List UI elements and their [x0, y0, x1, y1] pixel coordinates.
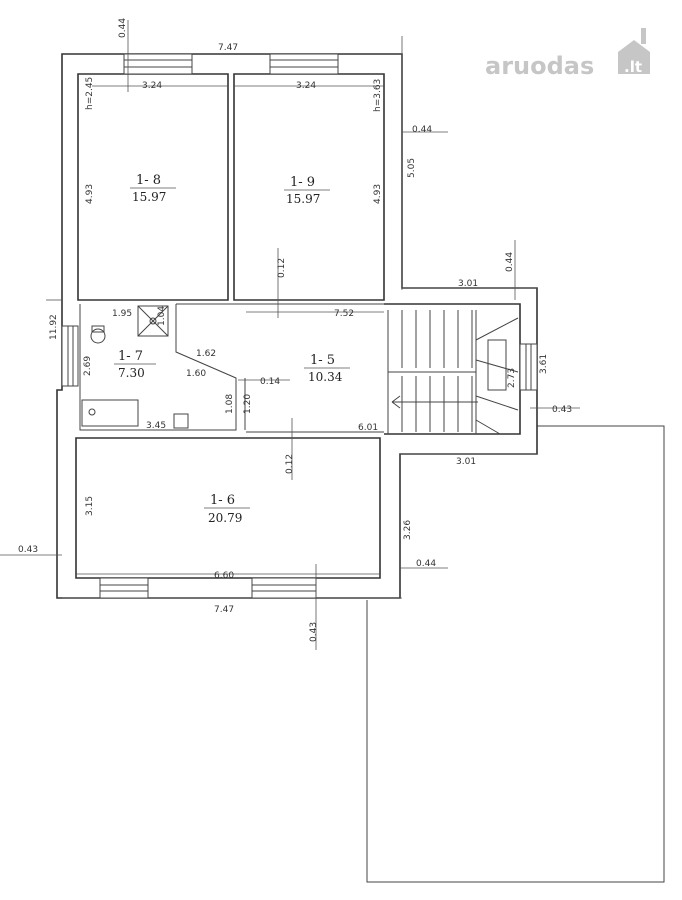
toilet-icon — [90, 328, 106, 344]
logo-chimney-icon — [641, 28, 646, 44]
dim-annex-length: 3.26 — [403, 520, 413, 540]
dim-right-wall-bottom: 0.44 — [416, 559, 436, 569]
room-area: 7.30 — [118, 366, 145, 380]
dim-bath-bottom: 3.45 — [146, 421, 166, 431]
room-id: 1- 6 — [210, 493, 235, 508]
staircase — [387, 310, 519, 435]
dim-door-b: 1.20 — [243, 394, 253, 414]
room-area: 15.97 — [286, 192, 320, 206]
dim-diag-b: 1.60 — [186, 369, 206, 379]
dim-room9-depth: 4.93 — [373, 184, 383, 204]
room-1-5-label: 1- 5 10.34 — [304, 353, 350, 384]
dim-stair-depth: 2.73 — [507, 368, 517, 388]
dim-hall-bottom: 6.01 — [358, 423, 378, 433]
logo-suffix: .lt — [624, 58, 642, 76]
dim-top-wall: 0.44 — [118, 18, 128, 38]
dim-room9-window: 3.24 — [296, 81, 316, 91]
dim-bath-width: 1.95 — [112, 309, 132, 319]
dim-stair-outer: 3.61 — [539, 354, 549, 374]
shower-tray — [137, 305, 169, 337]
room-1-8-label: 1- 8 15.97 — [130, 173, 176, 204]
outer-walls — [56, 53, 538, 599]
dim-bath-small: 1.04 — [157, 306, 167, 326]
room-1-9-label: 1- 9 15.97 — [284, 175, 330, 206]
dim-hall-width: 7.52 — [334, 309, 354, 319]
room-id: 1- 9 — [290, 175, 315, 190]
room-area: 15.97 — [132, 190, 166, 204]
dim-annex-wall: 0.43 — [552, 405, 572, 415]
dim-room6-depth: 3.15 — [85, 496, 95, 516]
dim-right-length: 5.05 — [407, 158, 417, 178]
bathtub — [81, 399, 139, 427]
dim-top-width: 7.47 — [218, 43, 238, 53]
dim-bath-depth: 2.69 — [83, 356, 93, 376]
dim-total-height: 11.92 — [49, 314, 59, 340]
aruodas-logo: aruodas .lt — [485, 28, 650, 80]
room9-height: h=3.63 — [373, 79, 383, 112]
bathroom-fixtures — [81, 305, 189, 429]
dim-right-wall-top: 0.44 — [412, 125, 432, 135]
sink-icon — [173, 413, 189, 429]
dim-room6-width: 6.60 — [214, 571, 234, 581]
dim-stair-width: 3.01 — [458, 279, 478, 289]
room-id: 1- 7 — [118, 349, 143, 364]
dim-partition-bottom: 0.12 — [285, 454, 295, 474]
dim-stair-bottom: 3.01 — [456, 457, 476, 467]
dim-stair-wall: 0.44 — [505, 252, 515, 272]
dimension-lines — [0, 20, 580, 650]
room-area: 20.79 — [208, 511, 242, 525]
room-1-6-label: 1- 6 20.79 — [204, 493, 250, 525]
logo-house-icon — [618, 40, 650, 74]
room-1-7-label: 1- 7 7.30 — [114, 349, 156, 380]
dim-partition-top: 0.12 — [277, 258, 287, 278]
dim-door-a: 1.08 — [225, 394, 235, 414]
dim-left-wall: 0.43 — [18, 545, 38, 555]
annex-outline — [366, 425, 665, 883]
windows — [61, 53, 538, 599]
logo-text: aruodas — [485, 52, 594, 80]
room-id: 1- 8 — [136, 173, 161, 188]
room-id: 1- 5 — [310, 353, 335, 368]
dim-room8-window: 3.24 — [142, 81, 162, 91]
room-area: 10.34 — [308, 370, 343, 384]
dim-room8-depth: 4.93 — [85, 184, 95, 204]
dim-bottom-wall: 0.43 — [309, 622, 319, 642]
dim-diag-a: 1.62 — [196, 349, 216, 359]
dim-hall-offset: 0.14 — [260, 377, 280, 387]
dim-bottom-width: 7.47 — [214, 605, 234, 615]
room8-height: h=2.45 — [85, 77, 95, 110]
